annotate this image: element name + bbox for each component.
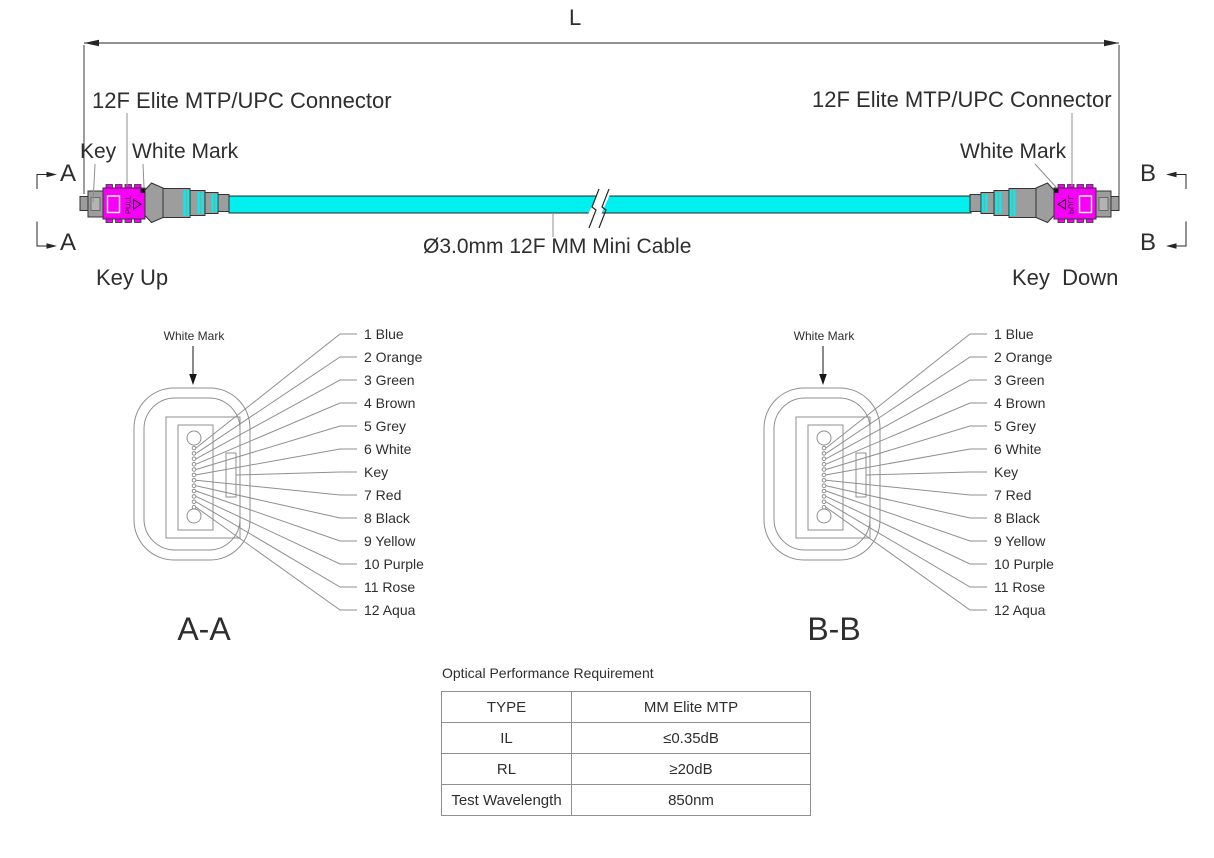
caption-a-a: A-A <box>177 611 231 647</box>
face-view-a <box>133 325 425 619</box>
section-b-top-bracket <box>1176 174 1187 189</box>
param-cell: TYPE <box>441 691 572 723</box>
value-cell: ≥20dB <box>571 753 811 785</box>
section-a-top-bracket <box>36 174 47 189</box>
param-cell: IL <box>441 722 572 754</box>
section-a-bottom-label: A <box>60 229 77 256</box>
right-white-mark-leader <box>1034 163 1057 188</box>
param-cell: Test Wavelength <box>441 784 572 816</box>
section-b-bottom-label: B <box>1140 229 1157 256</box>
key-callout-label: Key <box>80 140 117 163</box>
leader-lines <box>92 113 1073 237</box>
optical-performance-table: TYPE MM Elite MTP IL ≤0.35dB RL ≥20dB Te… <box>441 691 811 816</box>
key-up-label: Key Up <box>96 265 169 290</box>
caption-b-b: B-B <box>807 611 861 647</box>
face-view-b <box>763 325 1055 619</box>
key-leader <box>92 163 96 203</box>
section-markers <box>36 171 1187 249</box>
value-cell: MM Elite MTP <box>571 691 811 723</box>
table-row: TYPE MM Elite MTP <box>441 691 811 723</box>
left-connector <box>79 182 230 224</box>
right-white-mark-label: White Mark <box>960 140 1067 163</box>
cable-break-symbol <box>588 188 610 229</box>
left-white-mark-leader <box>142 163 145 188</box>
section-a-bottom-arrow <box>46 243 57 249</box>
left-white-mark-label: White Mark <box>132 140 239 163</box>
right-connector-label: 12F Elite MTP/UPC Connector <box>812 87 1112 112</box>
section-b-bottom-arrow <box>1166 243 1177 249</box>
value-cell: 850nm <box>571 784 811 816</box>
dimension-arrow-right <box>1104 39 1119 47</box>
key-down-label: Key Down <box>1012 265 1119 290</box>
right-connector <box>969 182 1120 224</box>
section-a-top-label: A <box>60 160 77 187</box>
table-row: RL ≥20dB <box>441 753 811 785</box>
section-b-top-label: B <box>1140 160 1157 187</box>
value-cell: ≤0.35dB <box>571 722 811 754</box>
section-a-bottom-bracket <box>36 221 47 247</box>
param-cell: RL <box>441 753 572 785</box>
break-line <box>598 188 610 229</box>
table-row: Test Wavelength 850nm <box>441 784 811 816</box>
cable-label: Ø3.0mm 12F MM Mini Cable <box>423 235 692 258</box>
section-a-top-arrow <box>46 171 57 178</box>
dimension-label: L <box>569 5 582 30</box>
section-b-bottom-bracket <box>1176 221 1187 247</box>
table-title: Optical Performance Requirement <box>442 665 654 681</box>
break-line <box>588 188 600 229</box>
left-connector-label: 12F Elite MTP/UPC Connector <box>92 88 392 113</box>
dimension-L <box>83 39 1120 196</box>
section-b-top-arrow <box>1166 171 1177 178</box>
table-row: IL ≤0.35dB <box>441 722 811 754</box>
dimension-arrow-left <box>84 39 99 47</box>
